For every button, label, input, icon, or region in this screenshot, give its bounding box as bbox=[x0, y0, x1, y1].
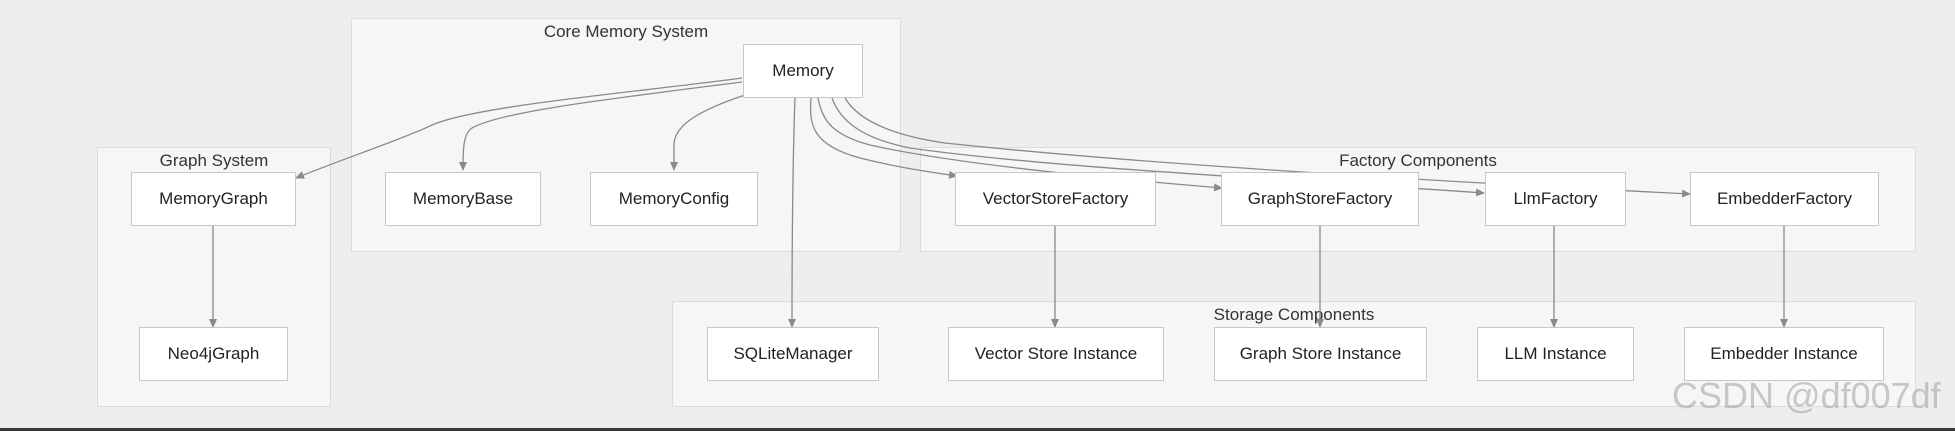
node-memory-graph[interactable]: MemoryGraph bbox=[131, 172, 296, 226]
node-memory[interactable]: Memory bbox=[743, 44, 863, 98]
edge-memory-memoryconfig bbox=[670, 94, 746, 171]
edge-memory-vectorstorefactory bbox=[809, 97, 958, 179]
node-neo4j-graph[interactable]: Neo4jGraph bbox=[139, 327, 288, 381]
group-title-graph: Graph System bbox=[159, 151, 269, 170]
bottom-divider bbox=[0, 428, 1955, 431]
edge-memory-sqlitemanager bbox=[788, 97, 797, 328]
node-memory-config[interactable]: MemoryConfig bbox=[590, 172, 758, 226]
edge-memory-memorygraph bbox=[295, 77, 743, 179]
node-llm-instance[interactable]: LLM Instance bbox=[1477, 327, 1634, 381]
node-sqlite-manager[interactable]: SQLiteManager bbox=[707, 327, 879, 381]
node-vector-store-instance[interactable]: Vector Store Instance bbox=[948, 327, 1164, 381]
node-embedder-instance[interactable]: Embedder Instance bbox=[1684, 327, 1884, 381]
node-vector-store-factory[interactable]: VectorStoreFactory bbox=[955, 172, 1156, 226]
group-title-factory: Factory Components bbox=[1339, 151, 1497, 170]
edge-memory-memorybase bbox=[459, 81, 743, 171]
node-graph-store-instance[interactable]: Graph Store Instance bbox=[1214, 327, 1427, 381]
group-title-core: Core Memory System bbox=[543, 22, 709, 41]
node-graph-store-factory[interactable]: GraphStoreFactory bbox=[1221, 172, 1419, 226]
group-title-storage: Storage Components bbox=[1213, 305, 1375, 324]
watermark-text: CSDN @df007df bbox=[1672, 375, 1941, 416]
node-memory-base[interactable]: MemoryBase bbox=[385, 172, 541, 226]
node-embedder-factory[interactable]: EmbedderFactory bbox=[1690, 172, 1879, 226]
node-llm-factory[interactable]: LlmFactory bbox=[1485, 172, 1626, 226]
